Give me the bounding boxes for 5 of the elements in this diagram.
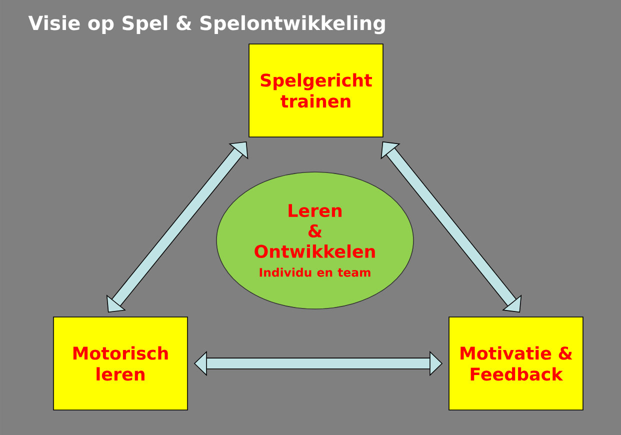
concept-box: Spelgericht trainen bbox=[248, 44, 384, 138]
concept-box: Motorisch leren bbox=[53, 316, 188, 410]
double-arrow bbox=[380, 141, 522, 313]
concept-box: Motivatie & Feedback bbox=[448, 316, 584, 410]
title: Visie op Spel & Spelontwikkeling bbox=[28, 15, 385, 34]
